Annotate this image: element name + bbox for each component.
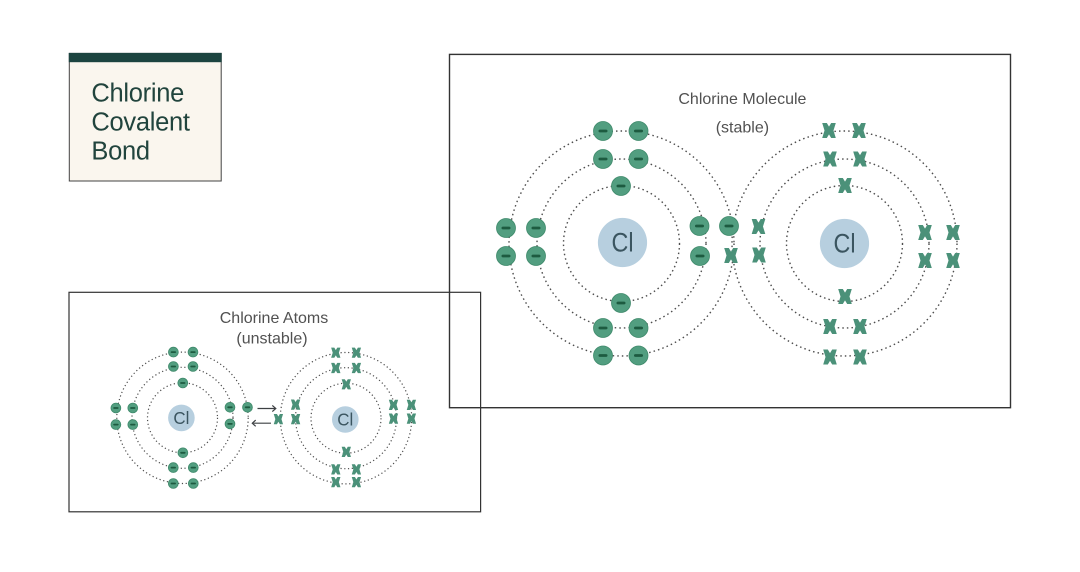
svg-text:Cl: Cl xyxy=(834,229,856,259)
svg-text:Chlorine Atoms: Chlorine Atoms xyxy=(220,310,329,327)
svg-text:Chlorine: Chlorine xyxy=(91,79,184,107)
svg-text:Cl: Cl xyxy=(173,408,189,428)
svg-text:Covalent: Covalent xyxy=(91,109,189,137)
svg-text:(unstable): (unstable) xyxy=(236,331,307,348)
svg-text:Cl: Cl xyxy=(612,228,634,258)
svg-text:Chlorine Molecule: Chlorine Molecule xyxy=(678,91,806,108)
svg-text:Cl: Cl xyxy=(337,410,353,430)
svg-text:Bond: Bond xyxy=(91,138,149,166)
svg-text:(stable): (stable) xyxy=(716,120,769,137)
